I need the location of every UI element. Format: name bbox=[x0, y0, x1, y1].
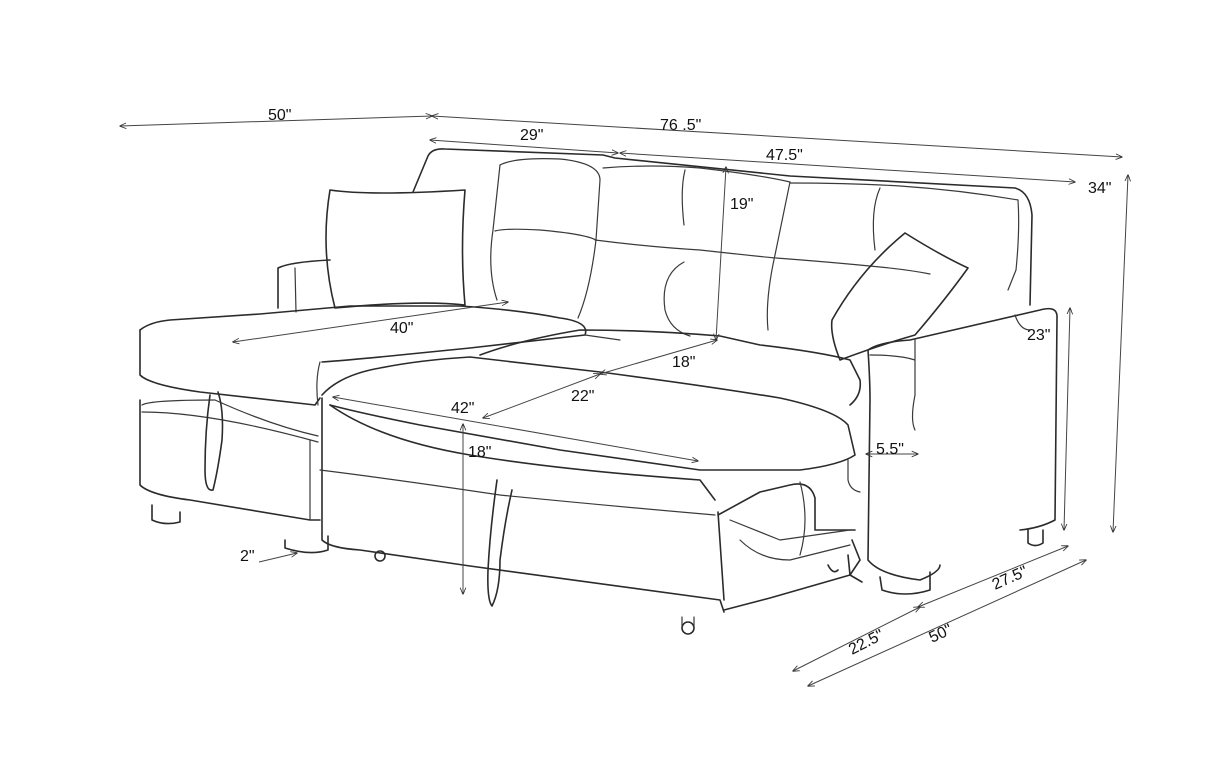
label-depth-front: 22.5" bbox=[846, 627, 887, 659]
label-arm-width: 5.5" bbox=[876, 441, 904, 458]
label-overall-width: 76 .5" bbox=[660, 117, 701, 134]
dim-line-bed-width bbox=[483, 374, 600, 418]
label-bed-width: 22" bbox=[571, 388, 594, 405]
dim-line-leg-height bbox=[258, 553, 297, 563]
dimension-lines bbox=[120, 116, 1128, 686]
dim-line-arm-height bbox=[1064, 308, 1070, 530]
label-overall-height: 34" bbox=[1088, 180, 1111, 197]
dim-line-overall-width bbox=[432, 116, 1122, 157]
dim-line-chaise-depth bbox=[120, 116, 432, 126]
label-arm-height: 23" bbox=[1027, 327, 1050, 344]
dim-line-seat-depth bbox=[600, 340, 717, 374]
dim-line-overall-depth bbox=[808, 560, 1086, 686]
label-backrest-height: 19" bbox=[730, 196, 753, 213]
label-overall-depth: 50" bbox=[927, 621, 955, 646]
dim-line-chaise-width bbox=[430, 140, 618, 153]
dim-line-sofa-width bbox=[620, 153, 1075, 182]
dim-line-bed-length bbox=[333, 397, 698, 461]
label-chaise-length: 40" bbox=[390, 320, 413, 337]
label-leg-height: 2" bbox=[240, 548, 255, 565]
dim-line-backrest-height bbox=[716, 167, 726, 340]
label-bed-length: 42" bbox=[451, 400, 474, 417]
label-seat-height: 18" bbox=[468, 444, 491, 461]
label-chaise-depth: 50" bbox=[268, 107, 291, 124]
label-seat-depth: 18" bbox=[672, 354, 695, 371]
dim-line-overall-height bbox=[1113, 175, 1128, 532]
sofa-outline bbox=[139, 148, 1058, 635]
label-sofa-width: 47.5" bbox=[766, 147, 803, 164]
label-chaise-width: 29" bbox=[520, 127, 543, 144]
label-depth-back: 27.5" bbox=[990, 563, 1031, 594]
dim-line-chaise-length bbox=[233, 302, 508, 342]
